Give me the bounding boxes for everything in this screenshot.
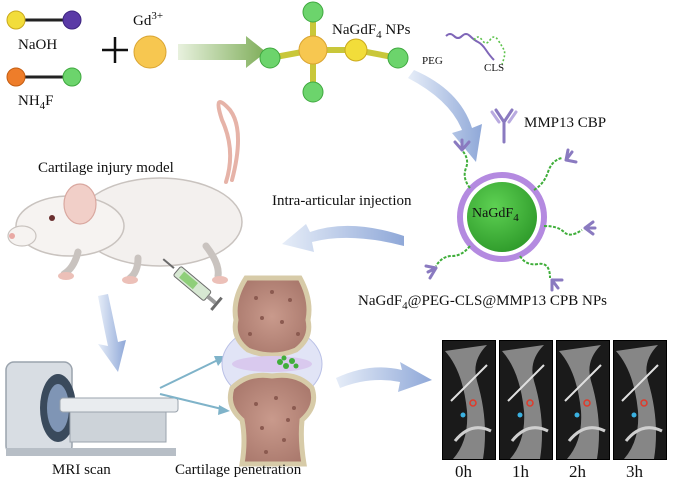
np-label-subscript: 4 bbox=[376, 29, 382, 41]
final-np-label: NaGdF4@PEG-CLS@MMP13 CPB NPs bbox=[358, 293, 607, 312]
penetration-label: Cartilage penetration bbox=[175, 462, 302, 478]
naoh-molecule-icon bbox=[6, 10, 82, 30]
mmp13-cbp-label: MMP13 CBP bbox=[524, 115, 607, 131]
injection-arrow-icon bbox=[282, 224, 404, 252]
nagdf4-lattice-icon bbox=[259, 1, 409, 103]
nh4f-molecule-icon bbox=[6, 67, 82, 87]
gd-superscript: 3+ bbox=[151, 10, 164, 22]
timepoint-label-2h: 2h bbox=[569, 462, 586, 481]
cls-chain-icon bbox=[473, 36, 506, 65]
mri-scan-label: MRI scan bbox=[52, 462, 111, 478]
timepoint-label-1h: 1h bbox=[512, 462, 529, 481]
cls-label: CLS bbox=[484, 62, 505, 74]
core-main: NaGdF bbox=[472, 206, 514, 221]
peg-chain-icon bbox=[445, 33, 495, 61]
functionalized-np-icon bbox=[424, 138, 597, 292]
mri-to-joint-arrow-lower bbox=[159, 393, 227, 411]
gd-ion-label: Gd3+ bbox=[133, 10, 163, 30]
mri-image-2h-content bbox=[557, 341, 609, 459]
naoh-label: NaOH bbox=[18, 37, 58, 53]
final-end: @PEG-CLS@MMP13 CPB NPs bbox=[407, 293, 608, 309]
mri-scanner-icon bbox=[5, 361, 179, 456]
down-arrow-icon bbox=[98, 294, 126, 372]
syringe-icon bbox=[162, 258, 223, 311]
mri-image-1h-content bbox=[500, 341, 552, 459]
mri-to-joint-arrowhead-lower bbox=[218, 405, 230, 415]
nh4f-end: F bbox=[45, 93, 54, 109]
np-label-main: NaGdF bbox=[332, 22, 377, 38]
gd-ion-icon bbox=[133, 35, 167, 69]
nh4f-main: NH bbox=[18, 93, 40, 109]
mri-image-1h bbox=[499, 340, 553, 460]
mri-to-joint-arrow-upper bbox=[159, 357, 223, 389]
injection-label: Intra-articular injection bbox=[272, 193, 412, 209]
mri-image-3h-content bbox=[614, 341, 666, 459]
injury-model-label: Cartilage injury model bbox=[38, 160, 174, 176]
synthesis-arrow-icon bbox=[178, 36, 266, 68]
nagdf4-nps-label: NaGdF4 NPs bbox=[332, 22, 410, 41]
mri-image-0h-content bbox=[443, 341, 495, 459]
antibody-icon bbox=[490, 108, 518, 144]
mri-image-0h bbox=[442, 340, 496, 460]
gd-main: Gd bbox=[133, 13, 152, 29]
knee-joint-icon bbox=[221, 275, 323, 467]
peg-label: PEG bbox=[422, 55, 443, 67]
np-label-end: NPs bbox=[381, 22, 411, 38]
core-subscript: 4 bbox=[513, 211, 519, 224]
nh4f-subscript: 4 bbox=[39, 100, 46, 112]
mri-image-2h bbox=[556, 340, 610, 460]
final-subscript: 4 bbox=[402, 300, 408, 312]
nh4f-label: NH4F bbox=[18, 93, 54, 112]
mri-image-3h bbox=[613, 340, 667, 460]
joint-to-images-arrow-icon bbox=[336, 362, 432, 392]
final-main: NaGdF bbox=[358, 293, 403, 309]
rat-model-icon bbox=[7, 100, 243, 284]
timepoint-label-0h: 0h bbox=[455, 462, 472, 481]
np-core-label: NaGdF4 bbox=[472, 206, 519, 224]
timepoint-label-3h: 3h bbox=[626, 462, 643, 481]
plus-icon bbox=[102, 37, 128, 63]
curved-arrow-to-np-icon bbox=[408, 70, 482, 162]
